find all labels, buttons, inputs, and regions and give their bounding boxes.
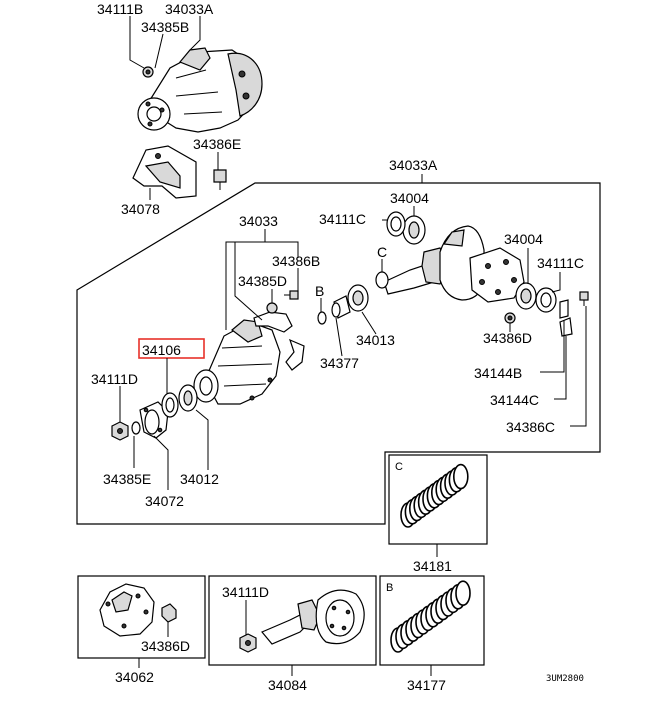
label-34111b: 34111B xyxy=(97,1,143,17)
label-34386d-bottom: 34386D xyxy=(141,638,190,654)
differential-case-34062[interactable] xyxy=(99,583,155,637)
ring-b-left[interactable] xyxy=(317,311,327,325)
label-34385e: 34385E xyxy=(103,471,151,487)
differential-case[interactable] xyxy=(469,247,525,303)
seal-34106[interactable] xyxy=(161,392,179,418)
label-c-mark-top: C xyxy=(377,244,387,260)
box-34062 xyxy=(77,575,206,659)
race-34111c-right[interactable] xyxy=(535,287,557,313)
nut-34385d[interactable] xyxy=(266,302,278,314)
label-34062: 34062 xyxy=(115,669,154,685)
bearing-34004-right[interactable] xyxy=(515,282,537,310)
bearing-34013[interactable] xyxy=(347,284,369,312)
label-34033a-top: 34033A xyxy=(165,1,214,17)
race-34111c-left[interactable] xyxy=(386,211,406,237)
label-34013: 34013 xyxy=(356,332,395,348)
bearing-34012[interactable] xyxy=(178,384,198,412)
lock-plate-34144c[interactable] xyxy=(559,317,573,337)
label-34111d-bottom: 34111D xyxy=(222,584,269,600)
label-b-mark-top: B xyxy=(315,283,324,299)
washer-34385e[interactable] xyxy=(131,421,141,435)
bracket-34078[interactable] xyxy=(132,145,197,199)
nut-34385b[interactable] xyxy=(142,66,154,78)
bolt-34386b[interactable] xyxy=(284,290,299,300)
carrier-assembly-top[interactable] xyxy=(137,47,263,133)
nut-34386d-right[interactable] xyxy=(504,312,516,324)
highlight-box-34106[interactable] xyxy=(138,338,205,359)
label-34386d-right: 34386D xyxy=(483,330,532,346)
bolt-34386c[interactable] xyxy=(579,291,589,306)
shim-set-34177[interactable] xyxy=(390,580,471,653)
label-box-c: C xyxy=(395,461,403,473)
companion-flange-34072[interactable] xyxy=(139,401,169,439)
bearing-34004-left[interactable] xyxy=(402,215,426,245)
label-34078: 34078 xyxy=(121,201,160,217)
label-34004-right: 34004 xyxy=(504,231,543,247)
label-34111c-left: 34111C xyxy=(319,211,366,227)
label-34385b: 34385B xyxy=(141,19,189,35)
label-34144b: 34144B xyxy=(474,365,522,381)
label-34033: 34033 xyxy=(239,213,278,229)
label-34177: 34177 xyxy=(407,677,446,693)
shim-set-34181[interactable] xyxy=(400,463,469,528)
label-34377: 34377 xyxy=(320,355,359,371)
box-c-34181 xyxy=(388,454,488,545)
lock-plate-34144b[interactable] xyxy=(559,299,569,319)
label-34385d: 34385D xyxy=(238,273,287,289)
label-34004-top: 34004 xyxy=(390,190,429,206)
diagram-code: 3UM2800 xyxy=(546,674,584,684)
label-34084: 34084 xyxy=(268,677,307,693)
label-34111c-right: 34111C xyxy=(537,255,584,271)
label-34386b: 34386B xyxy=(272,253,320,269)
label-34111d-left: 34111D xyxy=(91,371,138,387)
ring-gear-34084[interactable] xyxy=(315,589,365,645)
main-exploded-frame xyxy=(76,182,601,525)
label-34012: 34012 xyxy=(180,471,219,487)
label-34181: 34181 xyxy=(413,558,452,574)
spacer-34377[interactable] xyxy=(331,295,351,319)
box-b-34177 xyxy=(379,575,485,666)
label-34106: 34106 xyxy=(142,342,181,358)
breather-pipe[interactable] xyxy=(253,311,305,371)
bolt-34386d-bottom[interactable] xyxy=(161,603,177,623)
label-34386c: 34386C xyxy=(506,419,555,435)
label-34144c: 34144C xyxy=(490,392,539,408)
bolt-34386e[interactable] xyxy=(213,169,227,190)
label-box-b: B xyxy=(386,582,393,594)
nut-34111d[interactable] xyxy=(111,421,129,441)
carrier-housing-34033[interactable] xyxy=(193,319,281,405)
pinion-shaft-34084[interactable] xyxy=(261,599,321,645)
label-34033a-frame: 34033A xyxy=(389,157,438,173)
nut-34111d-bottom[interactable] xyxy=(239,633,257,653)
label-34072: 34072 xyxy=(145,493,184,509)
label-34386e: 34386E xyxy=(193,136,241,152)
